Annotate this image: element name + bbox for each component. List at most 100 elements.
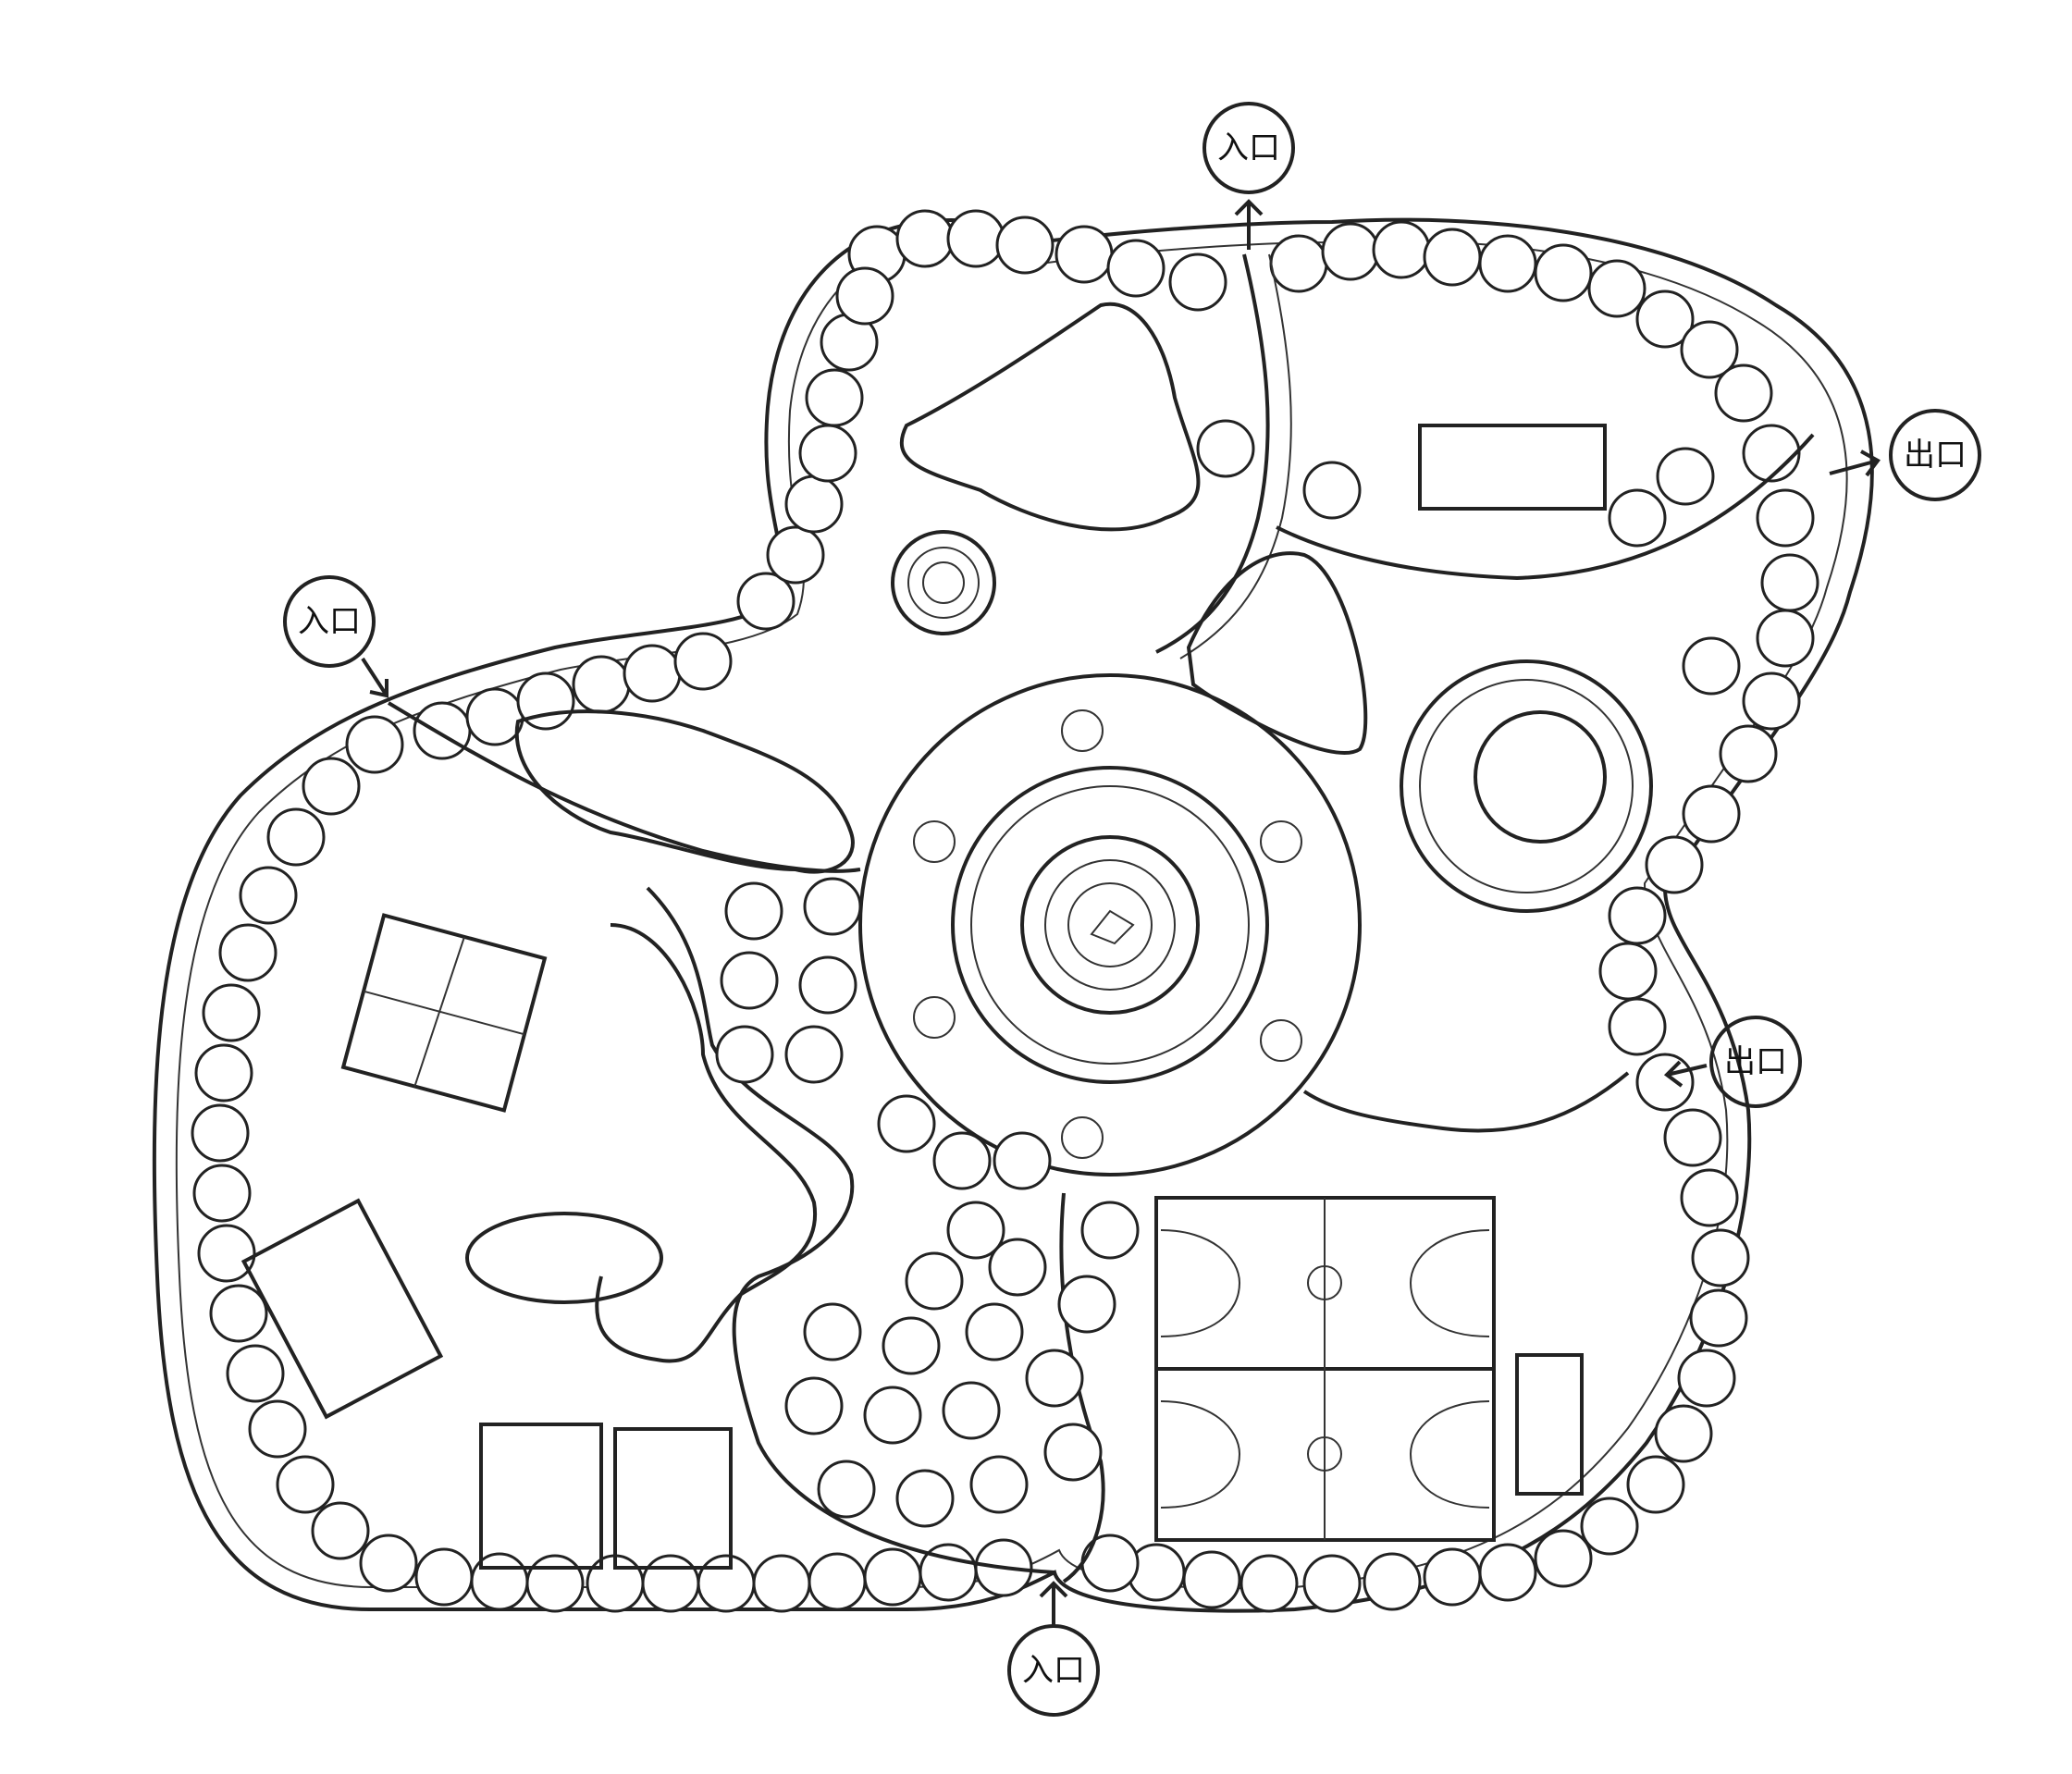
- tree-canopy: [1656, 447, 1715, 506]
- path-southwest-curve: [646, 886, 1055, 1574]
- tree-canopy: [835, 266, 894, 326]
- entrance-south-marker: 入口: [1007, 1581, 1100, 1717]
- tree-canopy: [784, 474, 844, 534]
- tree-canopy: [1363, 1552, 1422, 1611]
- exit-east-lower-label: 出口: [1724, 1043, 1787, 1080]
- exit-east-upper-label: 出口: [1904, 437, 1967, 474]
- tree-canopy: [932, 1131, 992, 1190]
- tree-canopy: [1719, 724, 1778, 783]
- tree-canopy: [784, 1376, 844, 1435]
- tree-canopy: [895, 1469, 955, 1528]
- tree-canopy: [1742, 424, 1801, 483]
- path-east-divider: [1276, 433, 1815, 581]
- tree-canopy: [345, 715, 404, 774]
- tree-canopy: [863, 1547, 922, 1607]
- tree-canopy: [673, 632, 733, 691]
- west-play-area-bed: [514, 709, 855, 874]
- entrance-north-marker: 入口: [1202, 102, 1295, 250]
- east-circular-garden: [1400, 659, 1653, 913]
- tree-canopy: [623, 644, 682, 703]
- tree-canopy: [784, 1025, 844, 1084]
- tree-canopy: [1478, 1543, 1537, 1602]
- tree-canopy: [803, 1302, 862, 1361]
- tree-canopy: [724, 881, 783, 941]
- tree-canopy: [191, 1103, 250, 1163]
- tree-canopy: [1608, 488, 1667, 548]
- tree-canopy: [525, 1554, 585, 1613]
- entrance-south-label: 入口: [1022, 1652, 1085, 1689]
- basketball-courts: [1154, 1196, 1496, 1542]
- tree-canopy: [697, 1554, 756, 1613]
- tree-canopy: [194, 1043, 253, 1103]
- tree-canopy: [1587, 259, 1646, 318]
- tree-canopy: [715, 1025, 774, 1084]
- tree-canopy: [1645, 835, 1704, 894]
- tree-canopy: [1654, 1404, 1713, 1463]
- tree-canopy: [192, 1164, 252, 1223]
- tree-canopy: [895, 209, 955, 268]
- tree-canopy: [942, 1381, 1001, 1440]
- nw-garden-bed: [899, 302, 1201, 532]
- tree-canopy: [1269, 234, 1328, 293]
- tree-canopy: [1689, 1288, 1748, 1348]
- tree-canopy: [1182, 1550, 1241, 1609]
- spiral-feature: [891, 530, 996, 635]
- south-pavilion-1: [479, 1423, 603, 1570]
- tree-canopy: [465, 687, 524, 746]
- tree-canopy: [516, 671, 575, 731]
- tree-canopy: [1106, 239, 1166, 298]
- tree-canopy: [993, 1131, 1052, 1190]
- grid-panel: [240, 1198, 444, 1420]
- tree-canopy: [248, 1399, 307, 1459]
- tree-canopy: [1423, 228, 1482, 287]
- tree-canopy: [752, 1554, 811, 1613]
- tree-canopy: [1682, 636, 1741, 696]
- tree-canopy: [302, 757, 361, 816]
- tree-canopy: [720, 951, 779, 1010]
- path-southeast-divider: [1302, 1071, 1630, 1133]
- tree-canopy: [1534, 1529, 1593, 1588]
- west-pavilion: [340, 913, 548, 1113]
- tree-canopy: [1742, 671, 1801, 731]
- tree-canopy: [641, 1554, 700, 1613]
- tree-canopy: [798, 424, 857, 483]
- tree-canopy: [1080, 1201, 1140, 1260]
- tree-canopy: [905, 1251, 964, 1311]
- tree-canopy: [803, 877, 862, 936]
- tree-canopy: [766, 525, 825, 585]
- central-plaza: [858, 673, 1362, 1177]
- tree-canopy: [736, 572, 796, 631]
- tree-canopy: [1598, 942, 1658, 1001]
- tree-canopy: [1054, 225, 1114, 284]
- tree-canopy: [808, 1552, 867, 1611]
- interior-grove-trees: [715, 419, 1741, 1528]
- tree-canopy: [218, 923, 278, 982]
- tree-canopy: [969, 1455, 1029, 1514]
- tree-canopy: [413, 701, 472, 760]
- tree-canopy: [1302, 461, 1362, 520]
- entrance-west-marker: 入口: [283, 575, 388, 698]
- tree-canopy: [1025, 1349, 1084, 1408]
- tree-canopy: [946, 209, 1005, 268]
- park-boundary-inner: [175, 240, 1848, 1590]
- tree-canopy: [965, 1302, 1024, 1361]
- tree-canopy: [1196, 419, 1255, 478]
- south-pavilion-2: [613, 1427, 733, 1570]
- tree-canopy: [1534, 243, 1593, 302]
- tree-canopy: [817, 1460, 876, 1519]
- tree-canopy: [1626, 1455, 1685, 1514]
- tree-canopy: [197, 1224, 256, 1283]
- tree-canopy: [266, 807, 326, 867]
- tree-canopy: [202, 983, 261, 1042]
- tree-canopy: [1057, 1275, 1116, 1334]
- tree-canopy: [1372, 220, 1431, 279]
- tree-canopy: [1580, 1497, 1639, 1556]
- oval-seating-area: [465, 1212, 663, 1304]
- tree-canopy: [1663, 1108, 1722, 1167]
- tree-canopy: [1677, 1349, 1736, 1408]
- tree-canopy: [1478, 234, 1537, 293]
- tree-canopy: [572, 655, 631, 714]
- tree-canopy: [239, 866, 298, 925]
